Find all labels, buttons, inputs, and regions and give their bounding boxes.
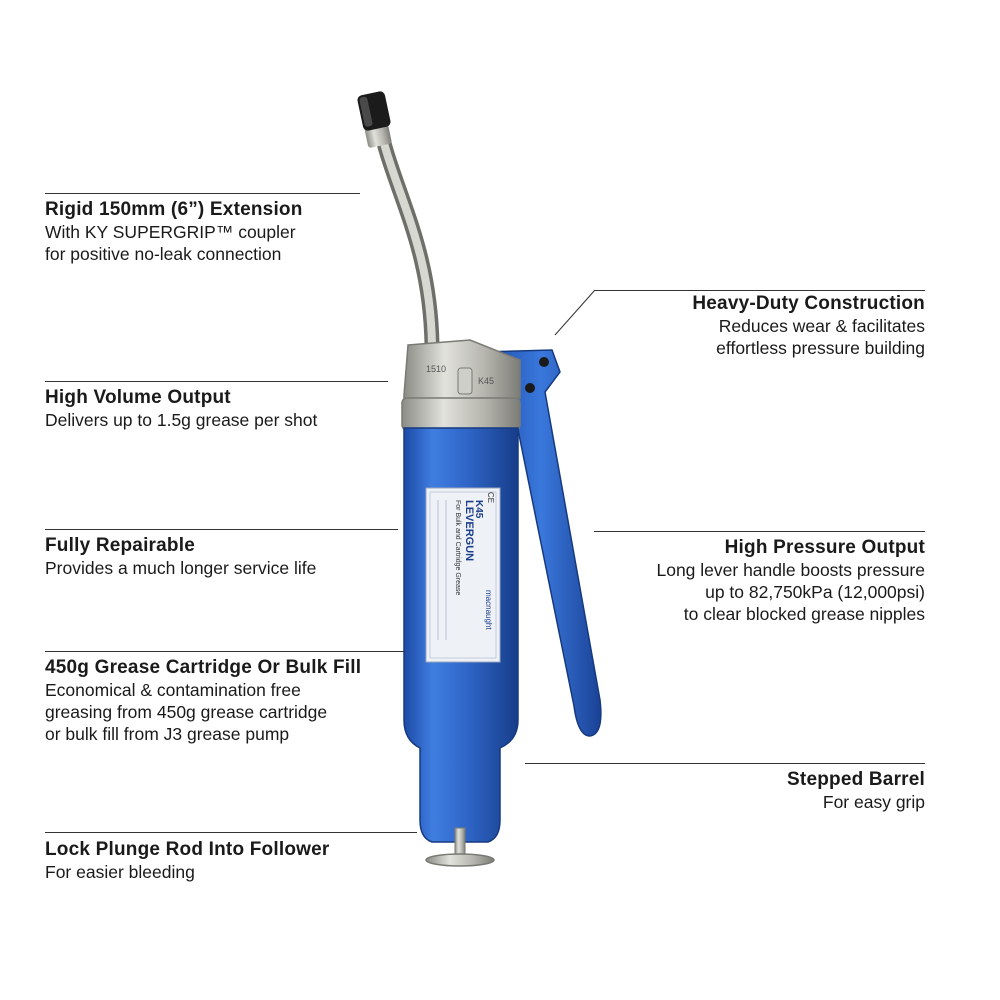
callout-title: Stepped Barrel [787,769,925,790]
callout-line: or bulk fill from J3 grease pump [45,724,290,744]
t-handle [425,853,495,867]
callout-line: Long lever handle boosts pressure [656,560,925,580]
callout-title: Fully Repairable [45,535,195,556]
callout-line: Reduces wear & facilitates [718,316,925,336]
label-subtitle: For Bulk and Cartridge Grease [454,500,461,595]
leader-rule-cartridge [45,651,405,652]
cap-text-2: K45 [478,376,494,386]
callout-title: 450g Grease Cartridge Or Bulk Fill [45,657,362,678]
barrel-collar [401,397,521,431]
leader-rule-repairable [45,529,398,530]
cap-text-1: 1510 [426,364,446,374]
label-model: K45 [473,500,484,519]
callout-title: Rigid 150mm (6”) Extension [45,199,303,220]
callout-line: up to 82,750kPa (12,000psi) [705,582,925,602]
callout-line: For easier bleeding [45,862,195,882]
leader-rule-stepped-barrel [525,763,925,764]
callout-line: greasing from 450g grease cartridge [45,702,328,722]
callout-repairable: Fully Repairable Provides a much longer … [45,535,316,579]
callout-line: Provides a much longer service life [45,558,317,578]
callout-line: effortless pressure building [716,338,925,358]
callout-stepped-barrel: Stepped Barrel For easy grip [787,769,925,813]
callout-line: For easy grip [822,792,925,812]
callout-title: Lock Plunge Rod Into Follower [45,839,330,860]
callout-line: Delivers up to 1.5g grease per shot [45,410,318,430]
callout-high-pressure: High Pressure Output Long lever handle b… [656,537,925,625]
leader-rule-heavy-duty [595,290,925,291]
lever-handle [481,349,602,737]
label-ce-mark: CE [486,492,495,503]
label-name: LEVERGUN [463,500,475,561]
callout-cartridge: 450g Grease Cartridge Or Bulk Fill Econo… [45,657,361,745]
leader-rule-extension [45,193,360,194]
callout-line: for positive no-leak connection [45,244,282,264]
leader-rule-high-pressure [594,531,925,532]
callout-lock-plunge: Lock Plunge Rod Into Follower For easier… [45,839,329,883]
leader-rule-lock-plunge [45,832,417,833]
callout-line: to clear blocked grease nipples [683,604,925,624]
callout-title: High Pressure Output [724,537,925,558]
callout-extension: Rigid 150mm (6”) Extension With KY SUPER… [45,199,303,265]
callout-line: With KY SUPERGRIP™ coupler [45,222,296,242]
leader-rule-high-volume [45,381,388,382]
callout-title: High Volume Output [45,387,231,408]
callout-heavy-duty: Heavy-Duty Construction Reduces wear & f… [692,293,925,359]
barrel-label: K45 LEVERGUN For Bulk and Cartridge Grea… [425,487,501,663]
callout-line: Economical & contamination free [45,680,301,700]
callout-high-volume: High Volume Output Delivers up to 1.5g g… [45,387,317,431]
label-brand: macnaught [484,590,493,630]
callout-title: Heavy-Duty Construction [692,293,925,314]
